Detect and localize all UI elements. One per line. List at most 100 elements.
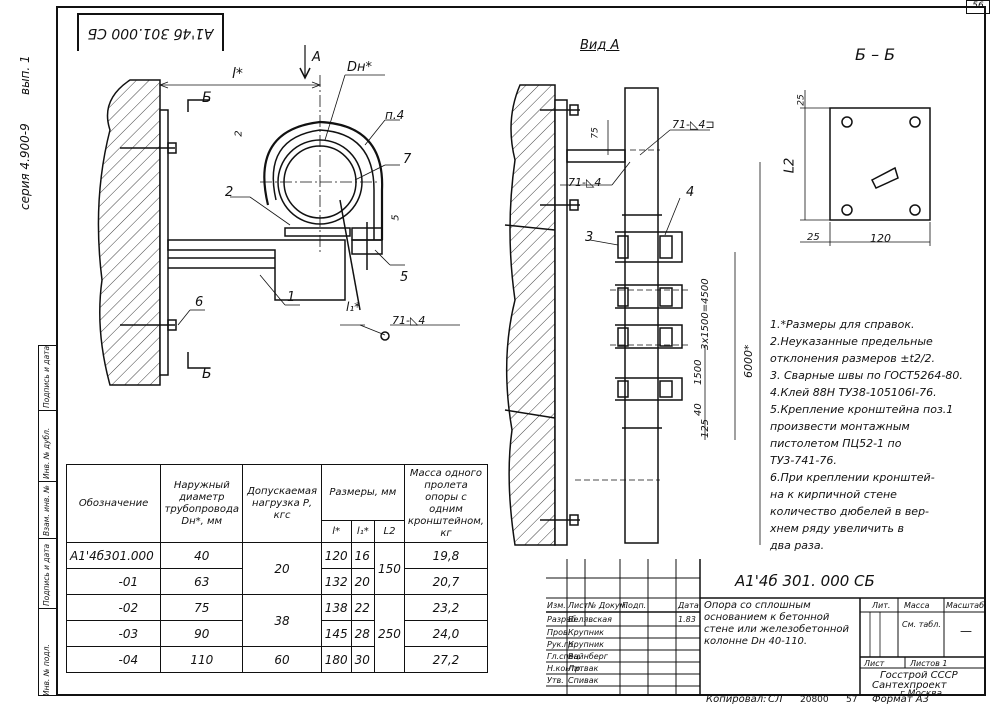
tb-mass: Масса <box>904 601 930 610</box>
ref-p4: п.4 <box>385 108 405 122</box>
cell-l2: 250 <box>374 594 405 673</box>
view-a-dim-4500: 3х1500=4500 <box>700 278 711 350</box>
tb-sheet: Лист <box>864 659 885 668</box>
copied-signature: СЛ <box>768 694 783 705</box>
note-line: два раза. <box>770 539 825 552</box>
note-line: пистолетом ПЦ52-1 по <box>770 437 902 450</box>
note-line: отклонения размеров ±t2/2. <box>770 352 936 365</box>
pos-2: 2 <box>225 185 234 200</box>
view-a-pos-4: 4 <box>686 185 695 200</box>
section-dim-25: 25 <box>796 94 807 106</box>
tb-col-sign: Подп. <box>622 601 647 610</box>
view-a-weld-1: 71-◺4⊐ <box>672 118 715 131</box>
tb-col-list: Лист <box>568 601 589 610</box>
tb-role: Утв. <box>547 676 564 685</box>
wall-section-main <box>97 79 161 386</box>
cell-l: 138 <box>320 594 352 621</box>
cell-l: 180 <box>320 646 352 673</box>
cell-designation: А1'4б301.000 <box>65 542 162 569</box>
title-line-4: колонне Dн 40-110. <box>704 636 808 647</box>
order-number: 20800 <box>800 695 829 705</box>
tb-role: Н.контр. <box>547 664 583 673</box>
tb-role: Пров. <box>547 628 571 637</box>
cell-l1: 30 <box>350 646 376 673</box>
section-title: Б – Б <box>855 45 896 64</box>
format-label: Формат А3 <box>872 694 929 705</box>
tb-org-2: Сантехпроект <box>872 680 947 691</box>
cell-l2: 150 <box>374 542 405 595</box>
tb-scale: Масштаб <box>946 601 985 610</box>
order-number-2: 57 <box>846 695 858 705</box>
weld-main: 71-◺4 <box>392 314 426 327</box>
cell-designation: -01 <box>65 568 162 595</box>
view-a-title: Вид А <box>580 38 620 53</box>
table-row: А1'4б301.000 40 20 120 16 150 19,8 <box>65 542 489 595</box>
cell-mass: 24,0 <box>403 620 489 647</box>
col-header-dims: Размеры, мм <box>320 464 405 521</box>
tb-signer: Вайнберг <box>568 652 608 661</box>
drawing-frame <box>56 6 986 696</box>
cell-l1: 16 <box>350 542 376 569</box>
tb-signer: Литвак <box>568 664 599 673</box>
col-header-mass: Масса одного пролета опоры с одним кронш… <box>403 464 489 543</box>
note-line: 1.*Размеры для справок. <box>770 318 915 331</box>
note-line: 6.При креплении кронштей- <box>770 471 935 484</box>
tb-scale-value: — <box>960 624 972 638</box>
cell-l: 120 <box>320 542 352 569</box>
view-arrow-label: А <box>312 50 321 65</box>
sub-header-l2: L2 <box>374 520 405 543</box>
cell-designation: -04 <box>65 646 162 673</box>
cell-l: 132 <box>320 568 352 595</box>
note-line: 5.Крепление кронштейна поз.1 <box>770 403 954 416</box>
pos-6: 7 <box>403 152 412 167</box>
cell-diameter: 63 <box>160 568 244 595</box>
title-code: А1'4б 301. 000 СБ <box>735 572 875 590</box>
sub-header-l1: l₁* <box>350 520 376 543</box>
tb-role: Разраб. <box>547 615 579 624</box>
section-mark-top: Б <box>202 90 212 106</box>
cell-load: 60 <box>242 646 322 673</box>
section-dim-25b: 25 <box>807 232 820 243</box>
pos-1: 1 <box>287 290 296 305</box>
section-dim-l2: L2 <box>782 157 798 174</box>
copied-label: Копировал: <box>706 694 767 705</box>
cell-diameter: 75 <box>160 594 244 621</box>
tb-signer: Крупник <box>568 628 604 637</box>
col-header-designation: Обозначение <box>65 464 162 543</box>
note-line: 2.Неуказанные предельные <box>770 335 933 348</box>
cell-diameter: 110 <box>160 646 244 673</box>
tb-lit: Лит. <box>872 601 891 610</box>
dim-2: 2 <box>233 130 245 137</box>
cell-mass: 20,7 <box>403 568 489 595</box>
tb-signer: Крупник <box>568 640 604 649</box>
table-row: -04 110 60 180 30 27,2 <box>65 646 489 673</box>
tb-sheets: Листов 1 <box>910 659 948 668</box>
cell-l: 145 <box>320 620 352 647</box>
page-number: 56 <box>966 0 990 14</box>
bracket-arm <box>167 239 346 301</box>
title-line-3: стене или железобетонной <box>704 624 850 635</box>
view-a-weld-2: 71-◺4 <box>568 176 602 189</box>
section-dim-120: 120 <box>870 232 891 245</box>
note-line: количество дюбелей в вер- <box>770 505 930 518</box>
spec-table: Обозначение Наружный диаметр трубопровод… <box>65 464 489 673</box>
tb-mass-value: См. табл. <box>902 620 941 629</box>
cell-mass: 23,2 <box>403 594 489 621</box>
col-header-diameter: Наружный диаметр трубопровода Dн*, мм <box>160 464 244 543</box>
view-a-dim-1500: 1500 <box>693 359 704 385</box>
tb-date: 1.83 <box>678 615 696 624</box>
dim-dn: Dн* <box>347 60 373 75</box>
tb-col-izm: Изм. <box>547 601 566 610</box>
sub-header-l: l* <box>320 520 352 543</box>
cell-l1: 22 <box>350 594 376 621</box>
title-line-2: основанием к бетонной <box>704 612 830 623</box>
pos-5: 5 <box>400 270 409 285</box>
note-line: 4.Клей 88Н ТУ38-105106I-76. <box>770 386 937 399</box>
tb-role: Рук.гр. <box>547 640 576 649</box>
title-line-1: Опора со сплошным <box>704 600 811 611</box>
cell-load: 20 <box>242 542 322 595</box>
cell-load: 38 <box>242 594 322 647</box>
note-line: ТУ3-741-76. <box>770 454 837 467</box>
